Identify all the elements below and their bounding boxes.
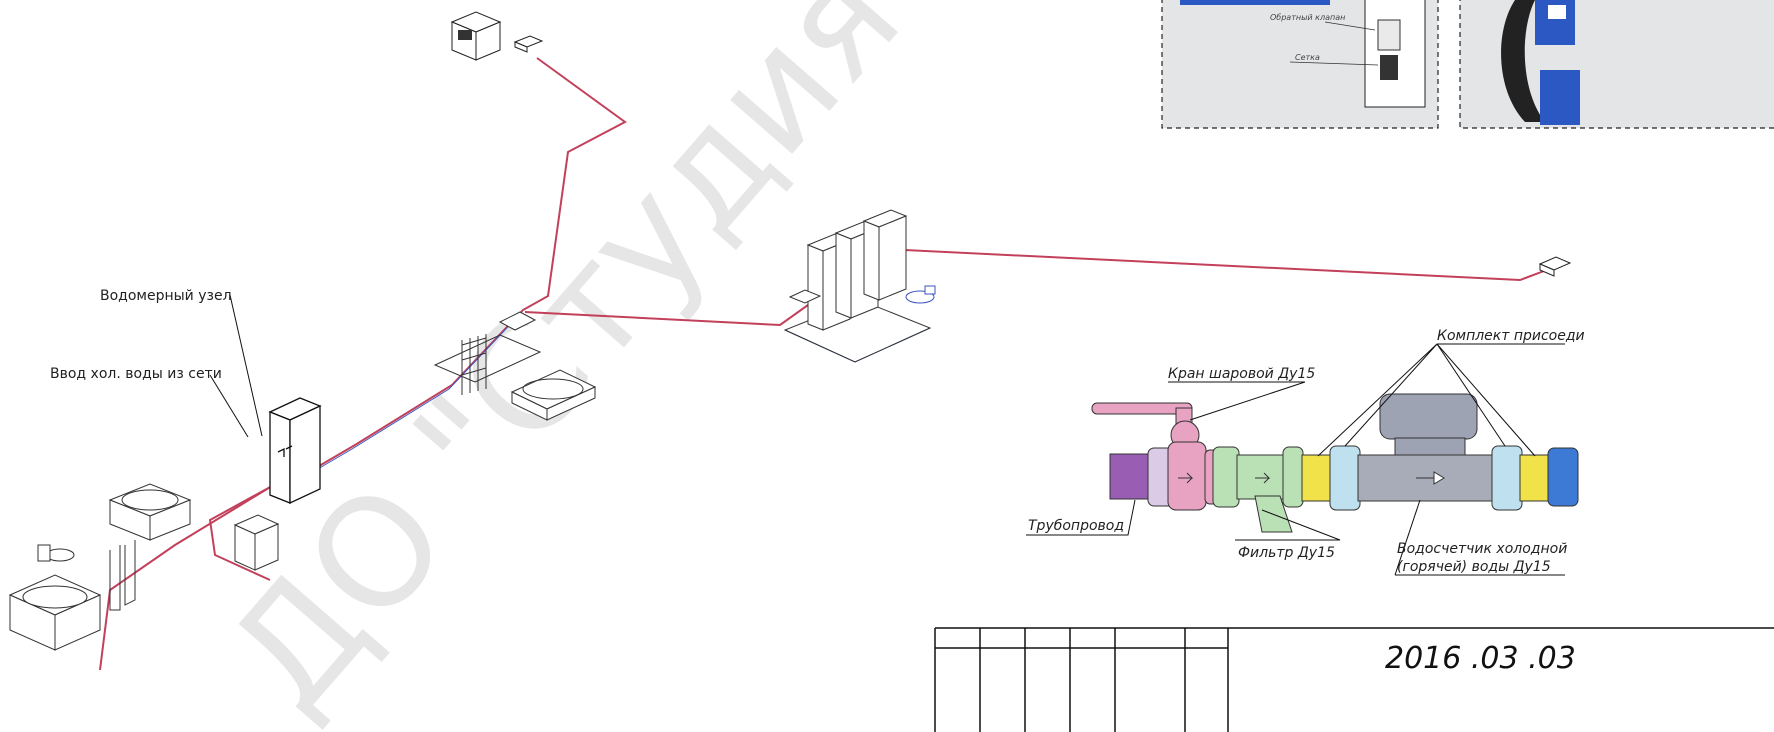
meter-assembly — [1091, 393, 1579, 533]
detail-leaders — [1026, 343, 1565, 576]
label-meter-line1: Водосчетчик холодной — [1397, 541, 1567, 557]
inset-panel-1: Обратный клапан Сетка — [1161, 0, 1439, 129]
inset-panel-2 — [1459, 0, 1774, 129]
label-meter-line2: (горячей) воды Ду15 — [1397, 559, 1551, 575]
hot-pipe-main — [277, 57, 627, 491]
label-pipeline: Трубопровод — [1028, 518, 1124, 534]
watermark: ДО "Студия К-пр — [196, 0, 1197, 732]
fitting-yellow-left — [1301, 454, 1333, 502]
filter-icon — [1212, 446, 1304, 533]
cold-pipe-east-floor — [784, 327, 931, 363]
hot-pipe-ground-floor — [99, 485, 273, 671]
label-ball-valve: Кран шаровой Ду15 — [1168, 366, 1315, 382]
label-connection-kit: Комплект присоеди — [1437, 328, 1585, 344]
left-annotations: Водомерный узел Ввод хол. воды из сети — [50, 288, 263, 438]
label-water-meter-unit: Водомерный узел — [100, 288, 232, 304]
water-meter-cabinet — [268, 397, 322, 505]
central-bathroom — [433, 311, 597, 421]
title-block-date: 2016 .03 .03 — [1385, 641, 1576, 676]
fitting-yellow-right — [1519, 454, 1551, 502]
label-mesh: Сетка — [1295, 53, 1320, 62]
meter-icon — [1357, 393, 1499, 502]
top-appliance — [450, 11, 544, 61]
pipeline-segment — [1109, 453, 1151, 500]
nut-blue-right — [1491, 445, 1523, 511]
connector-blue — [1547, 447, 1579, 507]
label-filter: Фильтр Ду15 — [1238, 545, 1335, 561]
east-sink — [1538, 256, 1572, 277]
label-check-valve: Обратный клапан — [1270, 13, 1345, 22]
watermark-text: ДО "Студия К-пр — [196, 0, 1197, 732]
title-block — [934, 627, 1774, 732]
ground-floor-fixtures — [8, 483, 280, 651]
label-cold-water-inlet: Ввод хол. воды из сети — [50, 366, 222, 382]
hot-pipe-ground-floor-2 — [208, 485, 273, 581]
east-room — [783, 209, 936, 363]
nut-blue-left — [1329, 445, 1361, 511]
